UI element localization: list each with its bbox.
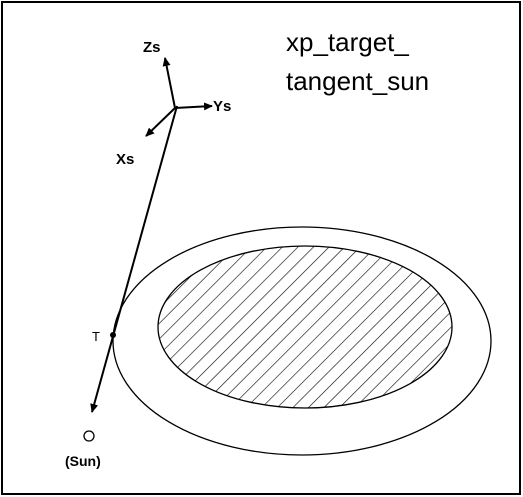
tangent-point-label: T — [92, 329, 100, 344]
z-axis-arrow — [162, 57, 176, 109]
target-inner-ellipse — [157, 245, 453, 409]
tangent-point-dot — [110, 332, 116, 338]
y-axis-label: Ys — [213, 98, 231, 115]
title-line-2: tangent_sun — [286, 66, 429, 96]
sun-label: (Sun) — [65, 453, 101, 469]
x-axis-arrow — [145, 107, 176, 137]
x-axis-label: Xs — [116, 151, 134, 168]
title-line-1: xp_target_ — [286, 27, 409, 57]
z-axis-label: Zs — [143, 39, 161, 56]
tangent-line — [90, 105, 178, 413]
y-axis-arrow — [174, 102, 213, 111]
sun-icon — [83, 430, 95, 442]
